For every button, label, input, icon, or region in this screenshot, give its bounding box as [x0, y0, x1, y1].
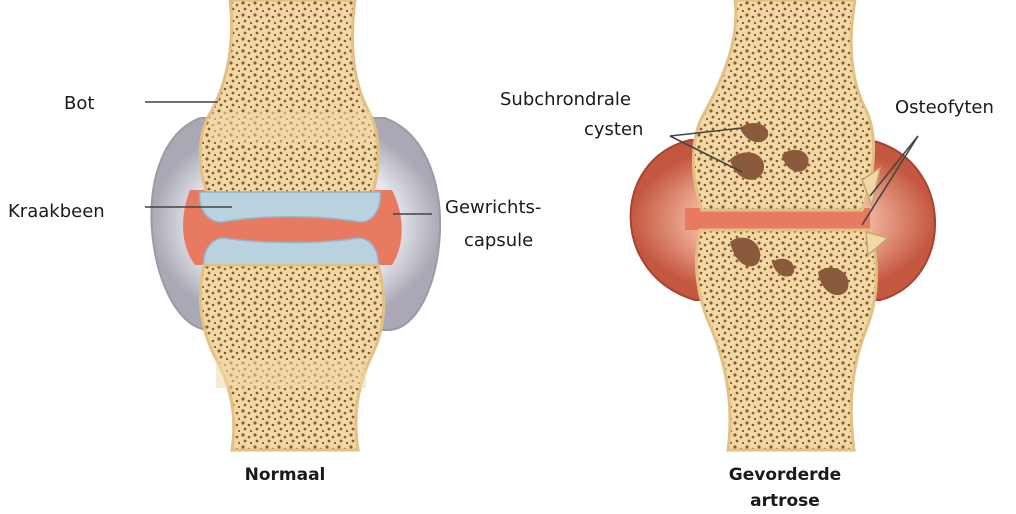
label-osteophytes: Osteofyten — [895, 96, 994, 120]
upper-bone — [200, 0, 378, 195]
caption-advanced-line2: artrose — [715, 488, 855, 514]
upper-bone-arthrosis — [693, 0, 873, 210]
label-cartilage: Kraakbeen — [8, 200, 105, 224]
label-bone: Bot — [64, 92, 94, 116]
label-cysts-line1: Subchrondrale — [500, 88, 631, 112]
caption-normal: Normaal — [230, 462, 340, 488]
advanced-arthrosis-joint — [631, 0, 935, 450]
lower-bone — [200, 265, 383, 450]
label-cysts-line2: cysten — [584, 118, 643, 142]
caption-advanced-line1: Gevorderde — [715, 462, 855, 488]
label-capsule-line1: Gewrichts- — [445, 196, 541, 220]
normal-joint — [151, 0, 440, 450]
label-capsule-line2: capsule — [464, 229, 533, 253]
